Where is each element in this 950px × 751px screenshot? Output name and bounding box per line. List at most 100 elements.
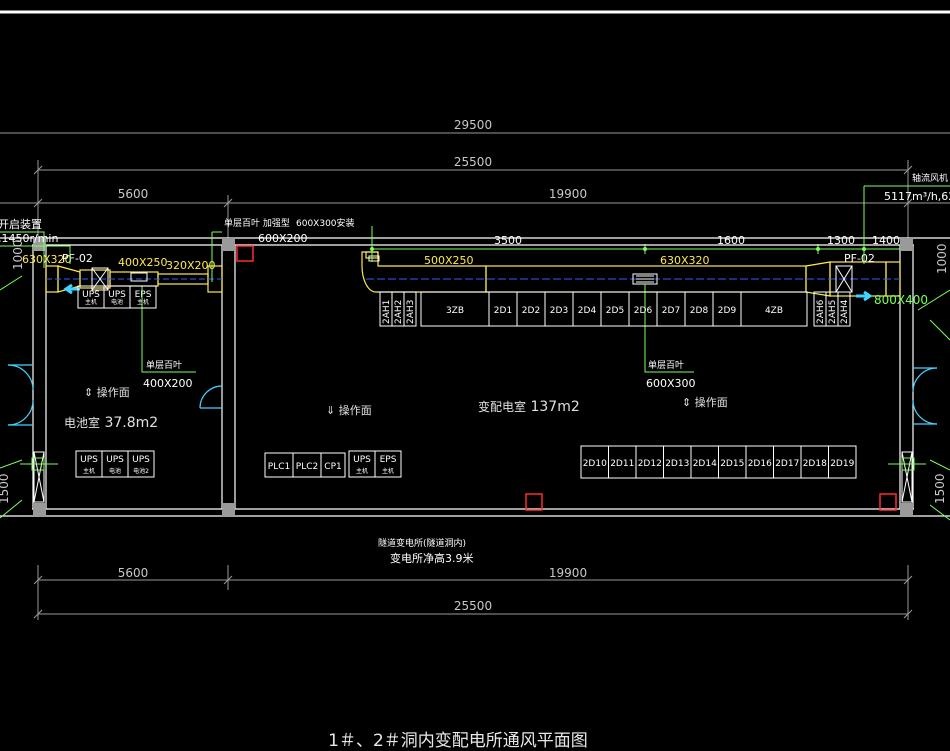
ahu-cell: [403, 291, 417, 327]
ahu-cell: [837, 291, 851, 327]
doors: [7, 364, 938, 426]
dim-seg-3-text: 1300: [827, 234, 855, 247]
battery-bottom-equipment: UPS 主机 UPS 电池 UPS 电池2: [75, 450, 155, 478]
plc-row: UPS 主机 EPS 主机 PLC1 PLC2 CP1: [264, 450, 402, 478]
duct-label-320x200: 320X200: [166, 259, 216, 272]
dim-right-bay-bottom-text: 19900: [549, 566, 587, 580]
side-vents: [33, 451, 913, 503]
equipment-sub: 主机: [83, 467, 95, 475]
structural-columns: [33, 238, 913, 516]
equipment-code: UPS: [80, 455, 98, 465]
switchgear-label: 2D5: [606, 306, 624, 316]
equipment-code: UPS: [106, 455, 124, 465]
switchgear-label: 2D17: [775, 459, 799, 469]
switchgear-label: 2D4: [578, 306, 597, 316]
switchgear-label: 2D9: [718, 306, 737, 316]
dim-right-bay-top-text: 19900: [549, 187, 587, 201]
clear-height: 变电所净高3.9米: [390, 551, 474, 565]
equipment-sub: 主机: [85, 298, 97, 306]
duct-label-600x300: 600X300: [646, 377, 696, 390]
equipment-sub: 主机: [382, 467, 394, 475]
plc-label: CP1: [324, 462, 341, 472]
equipment-sub: 电池: [109, 467, 121, 475]
switchgear-cabinet: [740, 291, 808, 327]
switchgear-label: 2D13: [665, 459, 689, 469]
op-face-middle: ⇓ 操作面: [326, 403, 372, 417]
switchgear-label: 2D2: [522, 306, 540, 316]
side-vent-fans: [20, 457, 926, 471]
louver-left-label: 单层百叶: [146, 359, 182, 371]
dim-inner-bottom-text: 25500: [454, 599, 492, 613]
switchgear-label: 2D10: [583, 459, 607, 469]
dim-side-left-bottom: 1500: [0, 473, 11, 504]
dim-side-right-top: 1000: [935, 243, 949, 274]
equipment-box: [129, 285, 157, 309]
switchgear-label: 2D1: [494, 306, 512, 316]
duct-label-800x400: 800X400: [874, 293, 928, 307]
arrow-right-icon: [856, 290, 873, 302]
ahu-label: 2AH6: [816, 299, 826, 324]
op-face-battery: ⇕ 操作面: [84, 385, 130, 399]
louver-top-note-1: 单层百叶 加强型: [224, 217, 290, 229]
duct-label-630x320-left: 630X320: [22, 253, 72, 266]
switchgear-label: 2D15: [720, 459, 744, 469]
fan-tag-left: PF-02: [62, 252, 93, 265]
equipment-code: EPS: [380, 455, 397, 465]
dim-overall-text: 29500: [454, 118, 492, 132]
switchgear-label: 2D3: [550, 306, 568, 316]
dim-side-right-bottom: 1500: [933, 473, 947, 504]
leader-lines: [0, 185, 950, 521]
dimension-bays-top: [0, 195, 950, 240]
dimension-bays-bottom: [33, 565, 913, 620]
equipment-code: UPS: [353, 455, 371, 465]
left-fan-note-1: 开启装置: [0, 218, 42, 231]
switchgear-label: 2D7: [662, 306, 680, 316]
ahu-label: 2AH5: [828, 300, 838, 324]
equipment-box: [127, 450, 155, 478]
fan-tag-right: PF-02: [844, 252, 875, 265]
louver-top-note-2: 600X200: [258, 232, 308, 245]
duct-label-400x200: 400X200: [143, 377, 193, 390]
equipment-code: UPS: [82, 290, 100, 300]
dim-seg-2-text: 1600: [717, 234, 745, 247]
switchgear-label: 2D16: [748, 459, 772, 469]
right-fan-note-2: 5117m³/h,62: [884, 190, 950, 203]
substation-room-name: 变配电室 137m2: [478, 399, 580, 415]
equipment-code: EPS: [135, 290, 152, 300]
switchgear-label: 4ZB: [765, 306, 783, 316]
switchgear-label: 2D18: [803, 459, 827, 469]
dim-left-bay-top-text: 5600: [118, 187, 149, 201]
dimension-inner-top: [33, 160, 913, 240]
duct-label-500x250: 500X250: [424, 254, 474, 267]
equipment-code: UPS: [132, 455, 150, 465]
op-face-right: ⇕ 操作面: [682, 395, 728, 409]
dim-inner-top-text: 25500: [454, 155, 492, 169]
louver-top-note-3: 600X300安装: [296, 217, 355, 229]
dim-seg-1-text: 3500: [494, 234, 522, 247]
dim-seg-4-text: 1400: [872, 234, 900, 247]
ahu-label: 2AH4: [840, 299, 850, 324]
equipment-code: UPS: [108, 290, 126, 300]
switchgear-label: 3ZB: [446, 306, 464, 316]
louver-right-label: 单层百叶: [648, 359, 684, 371]
substation-top-row: 3ZB 2D1 2D2 2D3 2D4 2D5 2D6 2D7 2D8 2D9 4ZB: [420, 291, 808, 327]
equipment-sub: 主机: [356, 467, 368, 475]
drawing-title: 1＃、2＃洞内变配电所通风平面图: [328, 731, 588, 751]
red-markers: [236, 245, 897, 511]
switchgear-label: 2D8: [690, 306, 709, 316]
duct-label-630x320-right: 630X320: [660, 254, 710, 267]
plc-label: PLC1: [268, 462, 290, 472]
switchgear-label: 2D11: [610, 459, 634, 469]
switchgear-label: 2D6: [634, 306, 653, 316]
switchgear-label: 2D19: [830, 459, 854, 469]
plc-label: PLC2: [296, 462, 318, 472]
equipment-sub: 电池2: [133, 467, 149, 475]
equipment-sub: 电池: [111, 298, 123, 306]
switchgear-cabinet: [828, 445, 857, 479]
duct-label-400x250: 400X250: [118, 256, 168, 269]
tunnel-note: 隧道变电所(隧道洞内): [378, 537, 466, 549]
